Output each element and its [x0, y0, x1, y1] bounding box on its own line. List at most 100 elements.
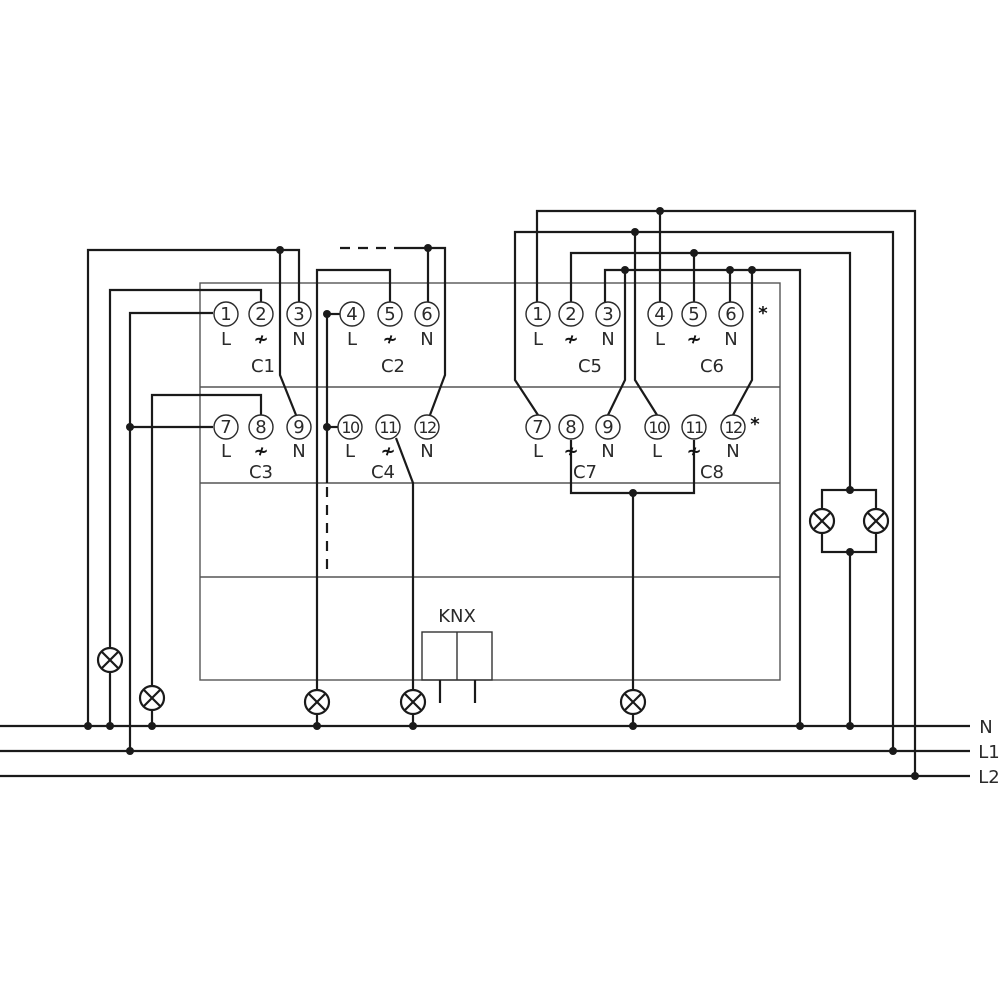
junction-dot — [631, 228, 639, 236]
junction-dot — [846, 486, 854, 494]
terminal-number: 8 — [565, 417, 576, 438]
terminal-1: 1L — [525, 301, 551, 350]
terminal-6: 6N — [414, 301, 440, 350]
terminal-function-label: L — [347, 329, 357, 350]
terminal-7: 7L — [525, 414, 551, 462]
terminal-function-label: N — [601, 329, 614, 350]
junction-dot — [656, 207, 664, 215]
terminal-number: 1 — [220, 304, 231, 325]
terminal-number: 11 — [379, 418, 397, 437]
terminal-6: 6N — [718, 301, 744, 350]
knx-label: KNX — [438, 606, 476, 627]
bus-label-n: N — [979, 717, 992, 738]
lamps — [96, 507, 890, 716]
terminal-function-label: N — [724, 329, 737, 350]
junction-dot — [911, 772, 919, 780]
lamp-icon — [619, 688, 647, 716]
lamp-icon — [303, 688, 331, 716]
note-asterisk: * — [750, 414, 760, 435]
terminal-number: 1 — [532, 304, 543, 325]
channel-label: C1 — [251, 356, 275, 377]
terminal-number: 5 — [384, 304, 395, 325]
switch-contact-icon: ≁ — [253, 329, 268, 350]
terminal-function-label: L — [221, 329, 231, 350]
switch-contact-icon: ≁ — [686, 441, 701, 462]
terminal-number: 3 — [602, 304, 613, 325]
channel-label: C8 — [700, 462, 724, 483]
switch-contact-icon: ≁ — [380, 441, 395, 462]
terminal-number: 12 — [724, 418, 742, 437]
terminal-function-label: L — [345, 441, 355, 462]
terminal-10: 10L — [644, 414, 670, 462]
junction-dot — [424, 244, 432, 252]
switch-contact-icon: ≁ — [382, 329, 397, 350]
terminal-number: 7 — [532, 417, 543, 438]
terminal-number: 6 — [421, 304, 432, 325]
terminal-8: 8≁ — [558, 414, 584, 462]
switch-contact-icon: ≁ — [686, 329, 701, 350]
terminal-10: 10L — [337, 414, 363, 462]
knx-connector: KNX — [421, 606, 493, 703]
terminal-2: 2≁ — [248, 301, 274, 350]
switch-contact-icon: ≁ — [253, 441, 268, 462]
junction-dot — [796, 722, 804, 730]
terminal-4: 4L — [339, 301, 365, 350]
terminal-function-label: N — [420, 441, 433, 462]
terminal-5: 5≁ — [681, 301, 707, 350]
junction-dot — [106, 722, 114, 730]
junction-dot — [629, 722, 637, 730]
junction-dot — [726, 266, 734, 274]
terminal-number: 4 — [346, 304, 357, 325]
terminal-2: 2≁ — [558, 301, 584, 350]
terminals: 1L2≁3N4L5≁6N7L8≁9N10L11≁12N1L2≁3N4L5≁6N7… — [213, 301, 768, 483]
junction-dot — [323, 423, 331, 431]
junction-dot — [276, 246, 284, 254]
junction-dot — [126, 747, 134, 755]
terminal-function-label: N — [601, 441, 614, 462]
terminal-number: 2 — [565, 304, 576, 325]
terminal-4: 4L — [647, 301, 673, 350]
junction-dots — [84, 207, 919, 780]
channel-label: C4 — [371, 462, 395, 483]
terminal-function-label: L — [652, 441, 662, 462]
terminal-3: 3N — [595, 301, 621, 350]
terminal-5: 5≁ — [377, 301, 403, 350]
terminal-function-label: N — [292, 329, 305, 350]
junction-dot — [323, 310, 331, 318]
terminal-number: 11 — [685, 418, 703, 437]
terminal-7: 7L — [213, 414, 239, 462]
terminal-number: 6 — [725, 304, 736, 325]
terminal-12: 12N — [720, 414, 746, 462]
junction-dot — [409, 722, 417, 730]
terminal-function-label: N — [292, 441, 305, 462]
lamp-icon — [399, 688, 427, 716]
junction-dot — [846, 548, 854, 556]
terminal-function-label: L — [221, 441, 231, 462]
terminal-number: 4 — [654, 304, 665, 325]
junction-dot — [621, 266, 629, 274]
terminal-number: 10 — [648, 418, 667, 437]
terminal-number: 2 — [255, 304, 266, 325]
terminal-12: 12N — [414, 414, 440, 462]
terminal-number: 7 — [220, 417, 231, 438]
terminal-9: 9N — [595, 414, 621, 462]
bus-label-l1: L1 — [978, 742, 999, 763]
terminal-9: 9N — [286, 414, 312, 462]
terminal-number: 9 — [293, 417, 304, 438]
junction-dot — [629, 489, 637, 497]
terminal-function-label: L — [533, 329, 543, 350]
note-asterisk: * — [758, 303, 768, 324]
terminal-function-label: N — [420, 329, 433, 350]
channel-label: C2 — [381, 356, 405, 377]
junction-dot — [148, 722, 156, 730]
junction-dot — [748, 266, 756, 274]
terminal-function-label: L — [655, 329, 665, 350]
wiring-right — [513, 209, 917, 776]
lamp-icon — [96, 646, 124, 674]
channel-label: C6 — [700, 356, 724, 377]
channel-label: C5 — [578, 356, 602, 377]
terminal-number: 9 — [602, 417, 613, 438]
terminal-3: 3N — [286, 301, 312, 350]
switch-contact-icon: ≁ — [563, 329, 578, 350]
